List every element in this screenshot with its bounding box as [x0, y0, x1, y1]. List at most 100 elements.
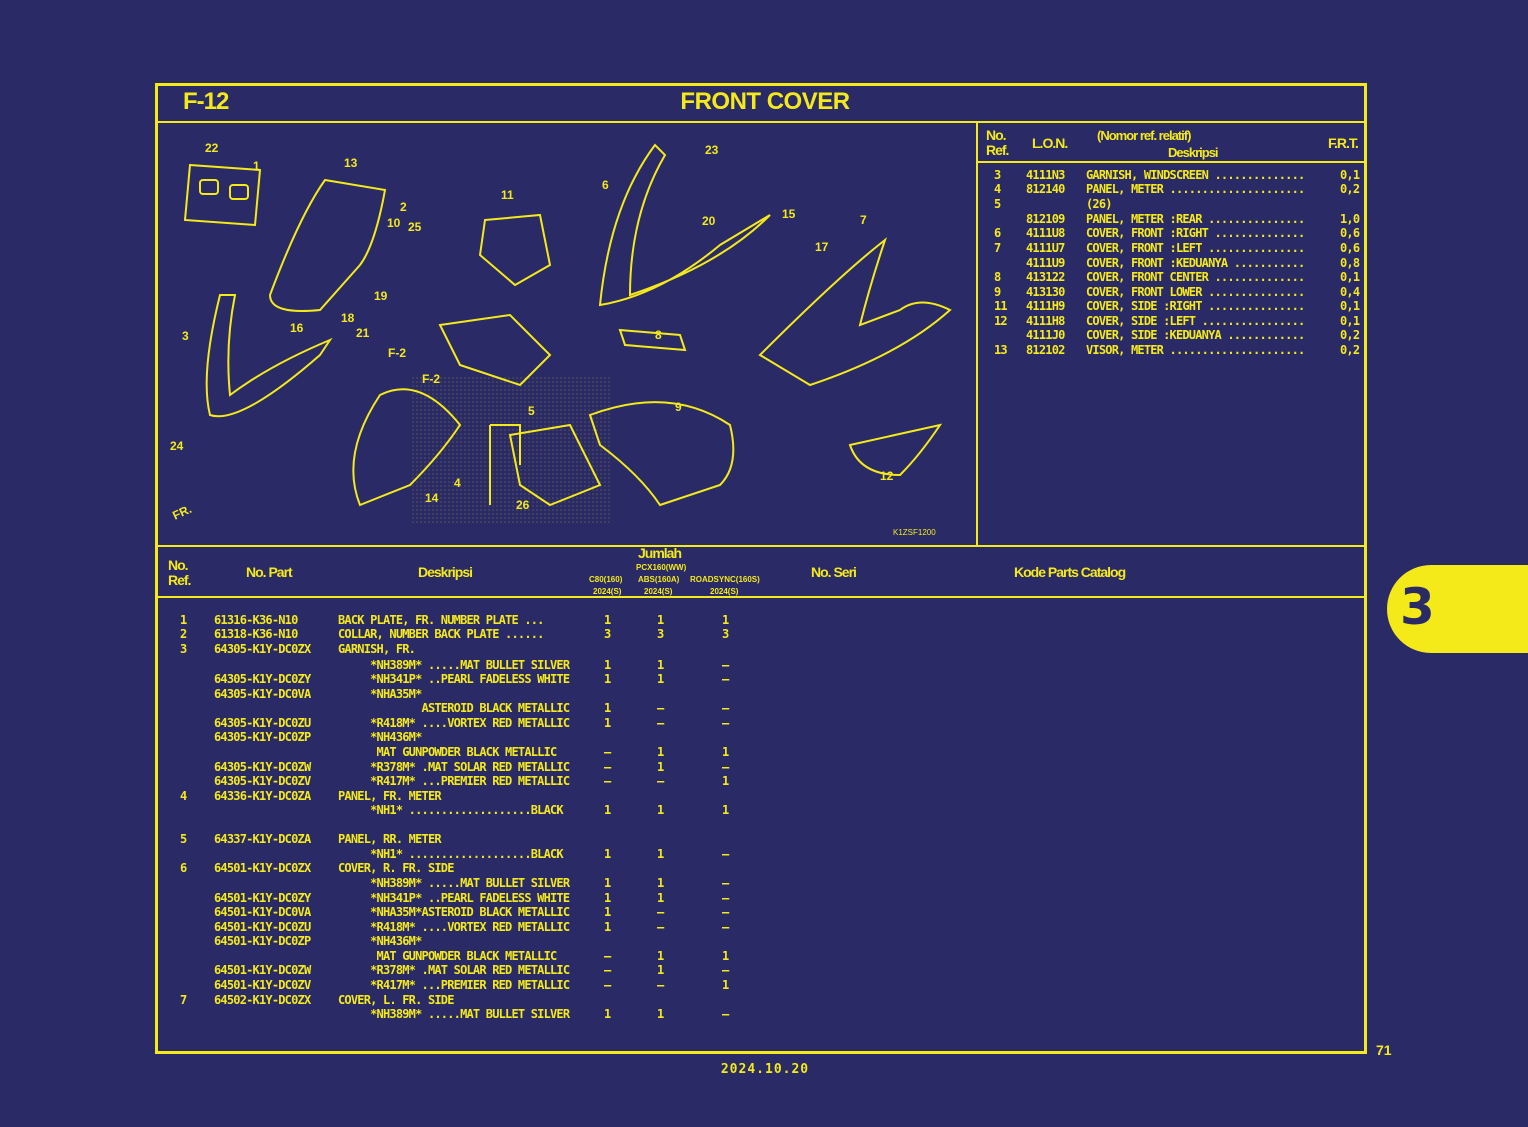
- callout-10: 10: [387, 216, 401, 230]
- parts-table-row: 64305-K1Y-DC0ZU *R418M* ....VORTEX RED M…: [178, 716, 748, 730]
- parts-table-row: 64501-K1Y-DC0ZP *NH436M*: [178, 934, 748, 948]
- ref-no: 3: [994, 168, 1001, 182]
- row-desc: *NHA35M*: [338, 687, 422, 701]
- ref-frt: 0,6: [1340, 226, 1360, 240]
- row-ref: 5: [180, 832, 187, 846]
- garnish-part: [205, 294, 333, 418]
- ref-header-deskripsi: Deskripsi: [1168, 145, 1219, 160]
- row-qty-1: 3: [604, 627, 611, 641]
- row-qty-3: –: [722, 963, 729, 977]
- page-code: F-12: [183, 88, 229, 115]
- callout-4: 4: [454, 476, 461, 490]
- ref-frt: 0,6: [1340, 241, 1360, 255]
- row-qty-1: –: [604, 978, 611, 992]
- ref-no: 4: [994, 182, 1001, 196]
- ref-frt: 0,2: [1340, 182, 1360, 196]
- row-part-no: 61318-K36-N10: [214, 627, 298, 641]
- row-qty-3: –: [722, 672, 729, 686]
- ref-desc: COVER, SIDE :RIGHT ...............: [1086, 299, 1305, 313]
- row-part-no: 64501-K1Y-DC0ZV: [214, 978, 311, 992]
- row-qty-2: –: [657, 701, 664, 715]
- row-qty-1: –: [604, 774, 611, 788]
- ref-lon: 413122: [1026, 270, 1065, 284]
- callout-13: 13: [344, 156, 358, 170]
- ref-no: 5: [994, 197, 1001, 211]
- page-title: FRONT COVER: [680, 88, 850, 115]
- ref-desc: COVER, FRONT LOWER ...............: [1086, 285, 1305, 299]
- row-desc: *NH1* ...................BLACK: [338, 847, 564, 861]
- row-desc: *NH436M*: [338, 730, 422, 744]
- ref-desc: COVER, FRONT :LEFT ...............: [1086, 241, 1305, 255]
- row-part-no: 64305-K1Y-DC0ZP: [214, 730, 311, 744]
- callout-7: 7: [860, 213, 867, 227]
- row-desc: COVER, L. FR. SIDE: [338, 993, 454, 1007]
- row-part-no: 64501-K1Y-DC0VA: [214, 905, 311, 919]
- ref-frt: 0,1: [1340, 270, 1360, 284]
- page-frame: [155, 83, 1367, 1054]
- row-qty-2: 1: [657, 949, 664, 963]
- callout-18: 18: [341, 311, 355, 325]
- parts-header-col3: ROADSYNC(160S): [690, 575, 760, 584]
- row-qty-2: –: [657, 905, 664, 919]
- ref-header-nomor: (Nomor ref. relatif): [1097, 128, 1191, 143]
- callout-2: 2: [400, 200, 407, 214]
- ref-lon: 4111U9: [1026, 256, 1065, 270]
- row-desc: *R418M* ....VORTEX RED METALLIC: [338, 920, 570, 934]
- row-qty-3: –: [722, 876, 729, 890]
- ref-table-row: 5(26): [986, 197, 1366, 211]
- row-desc: *NH436M*: [338, 934, 422, 948]
- row-qty-2: 1: [657, 963, 664, 977]
- row-part-no: 64305-K1Y-DC0ZX: [214, 642, 311, 656]
- row-part-no: 64501-K1Y-DC0ZU: [214, 920, 311, 934]
- callout-26: 26: [516, 498, 530, 512]
- parts-table-row: 64501-K1Y-DC0ZV *R417M* ...PREMIER RED M…: [178, 978, 748, 992]
- row-qty-3: –: [722, 1007, 729, 1021]
- callout-8: 8: [655, 328, 662, 342]
- ref-frt: 1,0: [1340, 212, 1360, 226]
- row-desc: MAT GUNPOWDER BLACK METALLIC: [338, 949, 558, 963]
- row-qty-1: 1: [604, 613, 611, 627]
- row-desc: *NH389M* .....MAT BULLET SILVER: [338, 1007, 570, 1021]
- row-qty-3: 1: [722, 803, 729, 817]
- row-desc: *NH341P* ..PEARL FADELESS WHITE: [338, 672, 570, 686]
- row-desc: *R417M* ...PREMIER RED METALLIC: [338, 774, 570, 788]
- center-strip-part: [618, 328, 687, 352]
- parts-header-col2-top: PCX160(WW): [636, 563, 687, 572]
- ref-lon: 812109: [1026, 212, 1065, 226]
- row-desc: COLLAR, NUMBER BACK PLATE ......: [338, 627, 544, 641]
- footer-date: 2024.10.20: [720, 1062, 810, 1077]
- ref-frt: 0,1: [1340, 299, 1360, 313]
- callout-6: 6: [602, 178, 609, 192]
- callout-20: 20: [702, 214, 716, 228]
- side-cover-part: [848, 423, 943, 477]
- row-desc: *NH389M* .....MAT BULLET SILVER: [338, 658, 570, 672]
- ref-no: 7: [994, 241, 1001, 255]
- ref-desc: PANEL, METER :REAR ...............: [1086, 212, 1305, 226]
- row-desc: COVER, R. FR. SIDE: [338, 861, 454, 875]
- ref-desc: COVER, FRONT :RIGHT ..............: [1086, 226, 1305, 240]
- section-tab[interactable]: [1387, 565, 1528, 653]
- row-ref: 7: [180, 993, 187, 1007]
- ref-no: 11: [994, 299, 1008, 313]
- parts-table-row: 64305-K1Y-DC0ZY *NH341P* ..PEARL FADELES…: [178, 672, 748, 686]
- ref-lon: 812140: [1026, 182, 1065, 196]
- title-rule: [155, 121, 1367, 123]
- row-desc: *R378M* .MAT SOLAR RED METALLIC: [338, 760, 570, 774]
- windscreen-part: [268, 178, 387, 312]
- ref-frt: 0,1: [1340, 168, 1360, 182]
- callout-14: 14: [425, 491, 439, 505]
- ref-desc: VISOR, METER .....................: [1086, 343, 1305, 357]
- front-cover-left-part: [758, 237, 952, 387]
- ref-lon: 4111U8: [1026, 226, 1065, 240]
